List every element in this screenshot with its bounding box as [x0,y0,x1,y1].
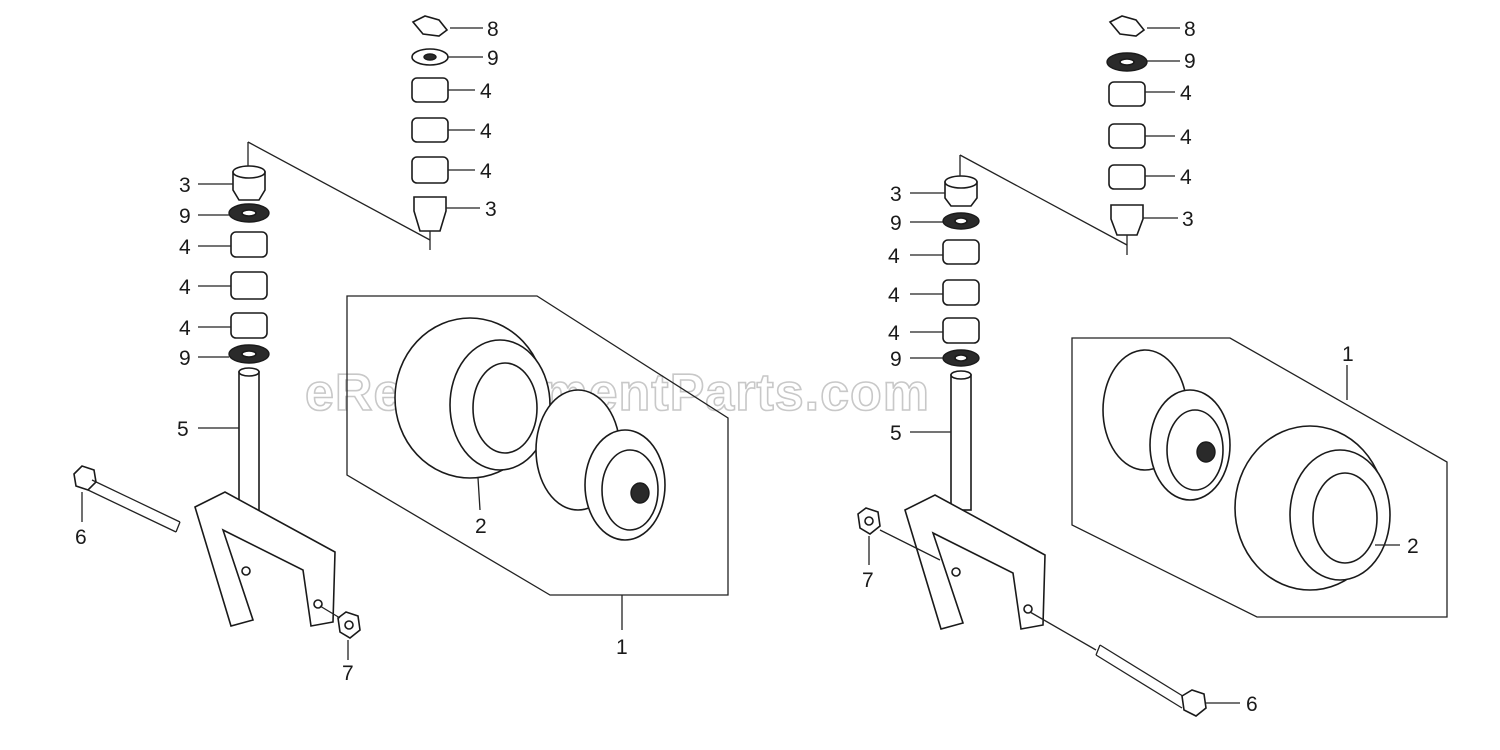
label-9: 9 [890,348,902,371]
bolt-part [1095,644,1207,717]
cotter-clip-part [411,15,449,37]
label-8: 8 [1184,18,1196,41]
label-4: 4 [1180,82,1192,105]
caster-fork-part [194,491,336,627]
left-top-stack [411,15,449,250]
label-7: 7 [342,662,354,685]
label-9: 9 [487,47,499,70]
label-4: 4 [179,317,191,340]
label-9: 9 [179,205,191,228]
label-7: 7 [862,569,874,592]
nut-part [337,611,361,639]
label-4: 4 [888,284,900,307]
tire-part [394,317,551,479]
label-5: 5 [890,422,902,445]
spindle-part [950,374,972,511]
label-9: 9 [890,212,902,235]
label-4: 4 [179,236,191,259]
label-8: 8 [487,18,499,41]
label-4: 4 [1180,166,1192,189]
caster-fork-part [904,494,1046,630]
label-4: 4 [480,160,492,183]
label-4: 4 [888,322,900,345]
wheel-assembly-outline [346,295,729,596]
label-6: 6 [1246,693,1258,716]
label-1: 1 [616,636,628,659]
bushing-part [1108,81,1146,107]
tire-part [1234,425,1391,591]
left-caster-assembly [73,15,729,660]
label-4: 4 [480,80,492,103]
rim-part [535,389,666,541]
flanged-bushing-part [1110,204,1144,236]
label-1: 1 [1342,343,1354,366]
label-4: 4 [480,120,492,143]
right-top-stack [1106,15,1148,255]
label-3: 3 [890,183,902,206]
bushing-part [411,156,449,184]
wheel-assembly-outline [1071,337,1448,618]
cotter-clip-part [1108,15,1146,37]
right-main-stack [942,175,980,511]
label-4: 4 [888,245,900,268]
label-3: 3 [485,198,497,221]
label-9: 9 [179,347,191,370]
label-5: 5 [177,418,189,441]
bushing-part [1108,123,1146,149]
bushing-part [411,117,449,143]
label-6: 6 [75,526,87,549]
label-2: 2 [1407,535,1419,558]
left-main-stack [228,165,270,513]
rim-part [1102,349,1231,501]
bushing-part [942,279,980,306]
spindle-part [238,371,260,513]
label-4: 4 [179,276,191,299]
bushing-part [411,77,449,103]
label-3: 3 [179,174,191,197]
nut-part [857,507,881,535]
bushing-part [230,231,268,258]
bushing-part [230,271,268,300]
label-4: 4 [1180,126,1192,149]
right-caster-assembly [857,15,1448,717]
bushing-part [942,317,980,344]
bolt-part [73,465,181,533]
bushing-part [1108,164,1146,190]
flanged-bushing-part [413,196,447,232]
label-3: 3 [1182,208,1194,231]
bushing-part [942,239,980,265]
label-9: 9 [1184,50,1196,73]
label-2: 2 [475,515,487,538]
bushing-part [230,312,268,339]
